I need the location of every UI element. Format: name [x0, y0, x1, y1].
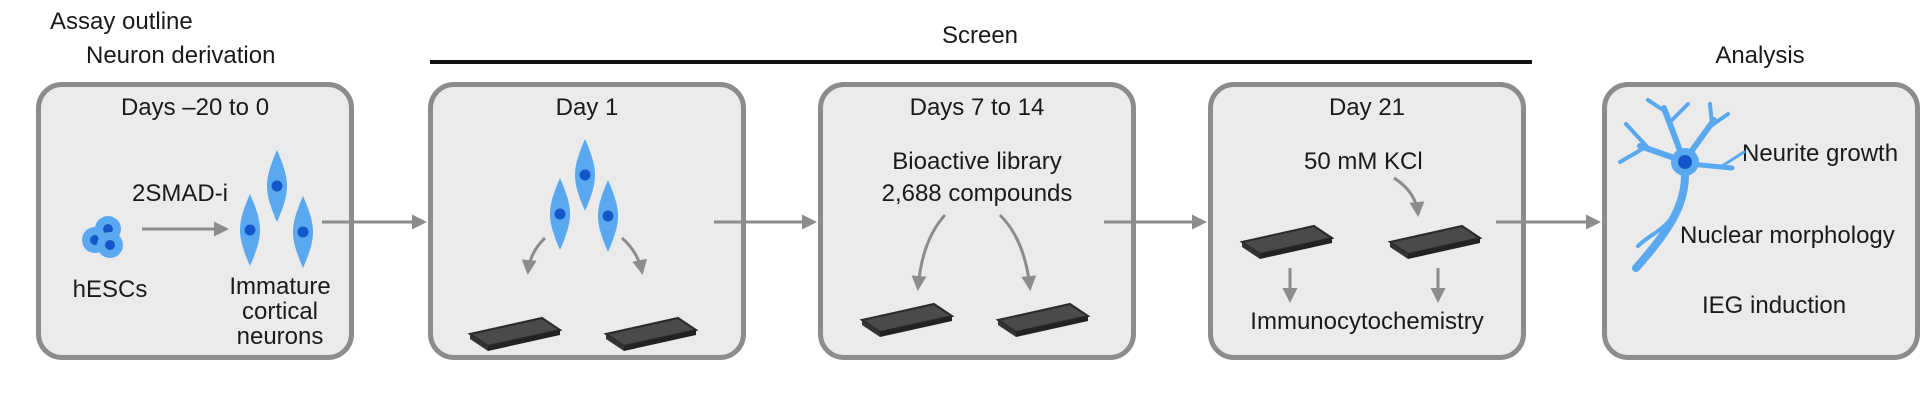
immunocytochemistry-label: Immunocytochemistry [1250, 308, 1484, 335]
panel-day-21-heading: Day 21 [1328, 94, 1406, 121]
culture-plate-icon [997, 303, 1089, 338]
split-arrow-left [521, 236, 547, 275]
culture-plate-icon [469, 317, 561, 352]
neuron-soma-icon [1671, 148, 1699, 176]
smad-inhibition-label: 2SMAD-i [132, 180, 229, 207]
immature-neurons-line-2: cortical [241, 298, 319, 325]
hesc-cluster-icon [82, 216, 123, 258]
section-screen: Screen [941, 22, 1019, 49]
progenitor-neuron-icon [550, 139, 618, 252]
immature-neurons-line-1: Immature [229, 273, 331, 300]
culture-plate-icon [1389, 225, 1481, 260]
hesc-label: hESCs [72, 276, 148, 303]
kcl-stimulus-label: 50 mM KCl [1304, 148, 1423, 175]
assay-title: Assay outline [50, 8, 193, 35]
immature-neurons-label: Immature cortical neurons [210, 274, 350, 349]
culture-plate-icon [605, 317, 697, 352]
treatment-arrow-right [998, 213, 1037, 291]
kcl-arrow [1393, 176, 1425, 217]
progenitor-neuron-icon [240, 150, 313, 268]
readout-nuclear-morphology: Nuclear morphology [1680, 222, 1895, 249]
screen-bracket-line [430, 60, 1532, 64]
immature-neurons-line-3: neurons [236, 323, 324, 350]
section-neuron-derivation: Neuron derivation [86, 42, 276, 69]
readout-neurite-growth: Neurite growth [1742, 140, 1899, 167]
panel-days-7-14-heading: Days 7 to 14 [909, 94, 1045, 121]
treatment-arrow-left [911, 213, 947, 291]
panel-day-1-heading: Day 1 [555, 94, 619, 121]
mature-neuron-icon [1618, 98, 1746, 272]
split-arrow-right [621, 236, 647, 275]
culture-plate-icon [861, 303, 953, 338]
section-analysis: Analysis [1715, 42, 1805, 69]
compound-count-label: 2,688 compounds [881, 180, 1073, 207]
culture-plate-icon [1241, 225, 1333, 260]
bioactive-library-label: Bioactive library [892, 148, 1062, 175]
panel-derivation-heading: Days –20 to 0 [120, 94, 270, 121]
panel-analysis [1602, 82, 1920, 360]
readout-ieg-induction: IEG induction [1702, 292, 1847, 319]
